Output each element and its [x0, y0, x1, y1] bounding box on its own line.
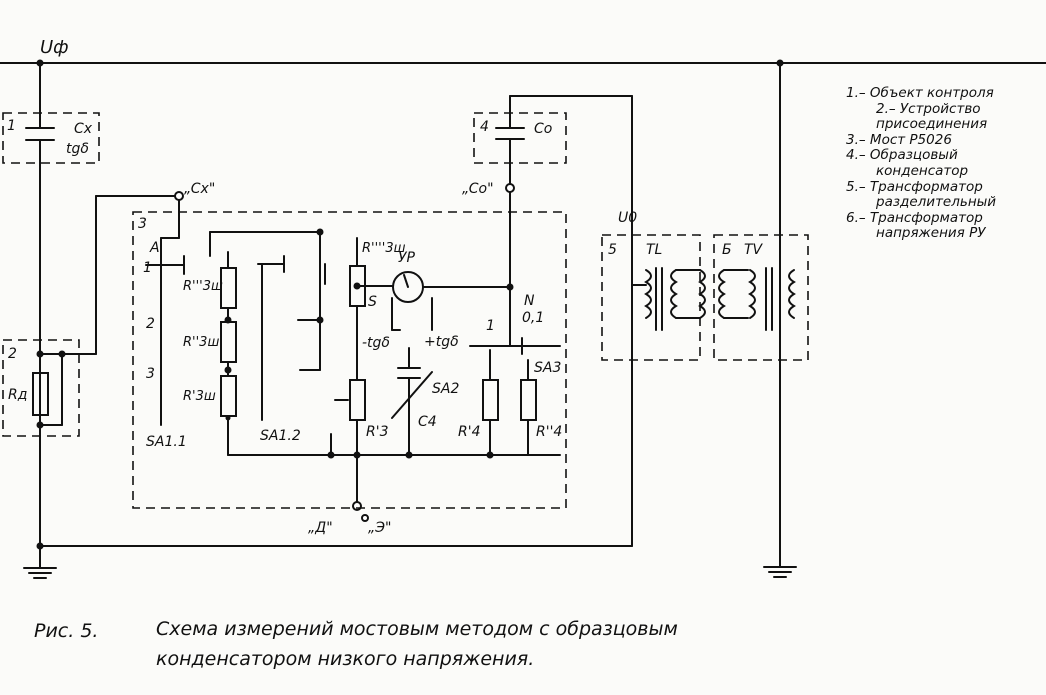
legend-item: 5.– Трансформатор	[846, 178, 983, 195]
label-cx-node: „Cx"	[184, 181, 215, 197]
legend-item: 4.– Образцовый	[846, 147, 958, 164]
label-co: Co	[534, 121, 552, 137]
label-one: 1	[486, 318, 495, 334]
label-tgm: -tgδ	[362, 335, 390, 351]
label-co-node: „Co"	[462, 181, 494, 197]
label-a: A	[149, 240, 160, 256]
label-s: S	[368, 294, 377, 310]
label-r3w4: R''''3ш	[362, 241, 406, 256]
box-5-tl	[601, 234, 701, 361]
label-sa3: SA3	[534, 360, 561, 376]
label-d-node: „Д"	[308, 520, 333, 536]
label-tg1: tgδ	[66, 141, 89, 157]
junction-dots	[36, 59, 784, 550]
label-s1: 1	[143, 260, 152, 276]
label-up: УР	[398, 250, 416, 266]
label-r4a: R'4	[458, 424, 480, 440]
legend-item: конденсатор	[876, 162, 969, 179]
label-u-phase: Uф	[40, 37, 69, 58]
legend-item: 6.– Трансформатор	[846, 209, 983, 226]
r3w3-resistor	[220, 267, 237, 309]
label-zero-one: 0,1	[522, 310, 544, 326]
label-u0: U0	[618, 210, 637, 226]
legend-item: присоединения	[876, 116, 988, 133]
box-4-capacitor	[473, 112, 567, 164]
label-rd: Rд	[8, 387, 27, 403]
r4b-resistor	[520, 379, 537, 421]
legend: 1.– Объект контроля 2.– Устройство присо…	[846, 85, 997, 242]
label-r4b: R''4	[536, 424, 562, 440]
label-b5: 5	[608, 242, 617, 258]
label-e-node: „Э"	[368, 520, 391, 536]
label-b2: 2	[8, 346, 17, 362]
r3w1-resistor	[220, 375, 237, 417]
box-1-object	[2, 112, 100, 164]
co-terminal-icon	[505, 183, 515, 193]
label-tl: TL	[646, 242, 662, 258]
label-b4: 4	[480, 119, 489, 135]
caption-prefix: Рис. 5.	[34, 620, 99, 642]
cx-terminal-icon	[174, 191, 184, 201]
legend-item: напряжения РУ	[876, 225, 986, 242]
r3-resistor	[349, 379, 366, 421]
legend-item: 3.– Мост Р5026	[846, 131, 952, 148]
caption-line2: конденсатором низкого напряжения.	[156, 648, 535, 670]
label-sa12: SA1.2	[260, 428, 301, 444]
caption-line1: Схема измерений мостовым методом с образ…	[156, 618, 678, 640]
e-terminal-icon	[361, 514, 369, 522]
box-3-bridge	[132, 211, 567, 509]
label-c4: C4	[418, 414, 437, 430]
r3w2-resistor	[220, 321, 237, 363]
box-2-device	[2, 339, 80, 437]
label-cx: Cx	[74, 121, 93, 137]
label-r3w2: R''3ш	[183, 335, 219, 350]
tl-winding-primary	[644, 269, 652, 319]
label-b6: Б	[722, 242, 732, 258]
label-r3: R'3	[366, 424, 388, 440]
label-s2: 2	[146, 316, 155, 332]
label-n: N	[524, 293, 535, 309]
tv-winding-primary	[788, 269, 796, 319]
tl-winding-secondary	[670, 269, 678, 319]
legend-item: 2.– Устройство	[876, 100, 981, 117]
label-b3: 3	[138, 216, 147, 232]
label-r3w3: R'''3ш	[183, 279, 223, 294]
label-tv: TV	[744, 242, 764, 258]
label-r3w1: R'3ш	[183, 389, 216, 404]
label-sa2: SA2	[432, 381, 459, 397]
label-b1: 1	[7, 118, 16, 134]
legend-item: разделительный	[876, 194, 997, 211]
tv-winding-secondary	[718, 269, 726, 319]
legend-item: 1.– Объект контроля	[846, 85, 994, 101]
label-s3: 3	[146, 366, 155, 382]
box-6-tv	[713, 234, 809, 361]
label-tgp: +tgδ	[424, 334, 459, 350]
label-sa11: SA1.1	[146, 434, 187, 450]
r4a-resistor	[482, 379, 499, 421]
